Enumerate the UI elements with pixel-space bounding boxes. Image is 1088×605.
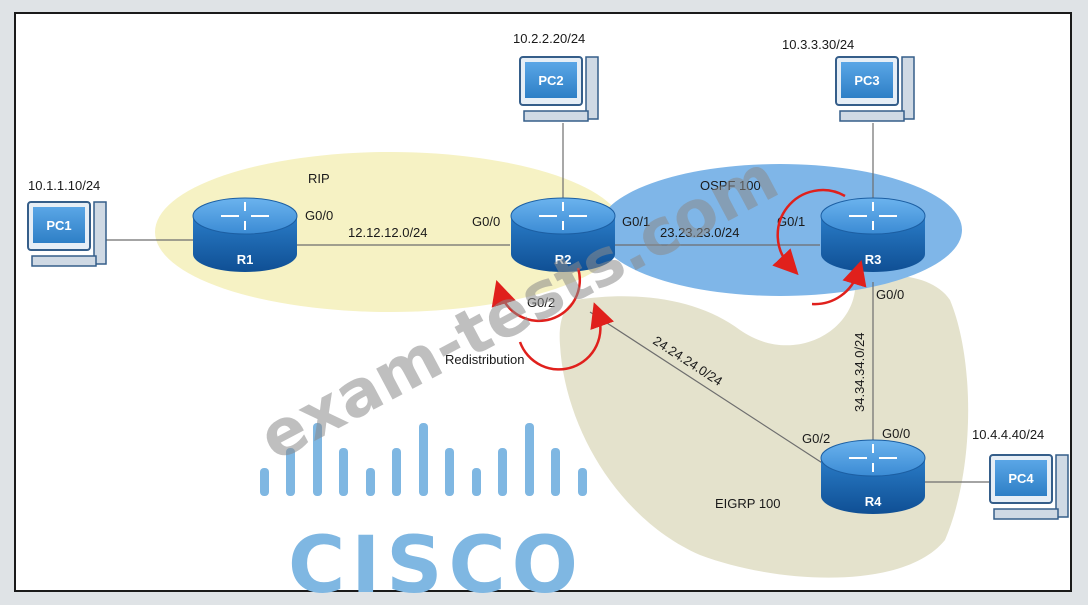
router-arrows-icon [849,444,897,472]
links [105,123,995,483]
router-r1-label: R1 [237,252,254,267]
pc2-label: PC2 [538,73,563,88]
link-r2-r4 [589,311,831,469]
router-r2-label: R2 [555,252,572,267]
redistribution-label: Redistribution [445,352,525,367]
router-r4[interactable]: R4 [820,439,926,514]
cisco-logo: CISCO [260,423,587,605]
pc-pc2[interactable]: PC2 [519,56,599,122]
iface-r2-g02: G0/2 [527,295,555,310]
iface-r1-g00: G0/0 [305,208,333,223]
pc3-label: PC3 [854,73,879,88]
rip-label: RIP [308,171,330,186]
ospf-label: OSPF 100 [700,178,761,193]
router-r3-label: R3 [865,252,882,267]
pc4-ip: 10.4.4.40/24 [972,427,1044,442]
router-r3[interactable]: R3 [820,197,926,272]
pc1-ip: 10.1.1.10/24 [28,178,100,193]
pc2-ip: 10.2.2.20/24 [513,31,585,46]
router-r1[interactable]: R1 [192,197,298,272]
subnet-r1-r2: 12.12.12.0/24 [348,225,428,240]
rip-zone [155,152,625,312]
redistribution-arrow-r3 [772,188,867,306]
pc3-ip: 10.3.3.30/24 [782,37,854,52]
pc-pc1[interactable]: PC1 [27,201,107,267]
iface-r3-g00: G0/0 [876,287,904,302]
iface-r2-g01: G0/1 [622,214,650,229]
router-r2[interactable]: R2 [510,197,616,272]
router-arrows-icon [221,202,269,230]
pc-pc3[interactable]: PC3 [835,56,915,122]
iface-r4-g00: G0/0 [882,426,910,441]
iface-r4-g02: G0/2 [802,431,830,446]
pc4-label: PC4 [1008,471,1034,486]
cisco-bars-icon [260,423,587,496]
subnet-r2-r3: 23.23.23.0/24 [660,225,740,240]
cisco-wordmark: CISCO [288,521,584,605]
redistribution-arrow-r2 [491,267,614,371]
pc1-label: PC1 [46,218,71,233]
pc-pc4[interactable]: PC4 [989,454,1069,520]
router-arrows-icon [849,202,897,230]
router-r4-label: R4 [865,494,882,509]
iface-r2-g00: G0/0 [472,214,500,229]
subnet-r3-r4: 34.34.34.0/24 [852,332,867,412]
iface-r3-g01: G0/1 [777,214,805,229]
router-arrows-icon [539,202,587,230]
eigrp-label: EIGRP 100 [715,496,781,511]
